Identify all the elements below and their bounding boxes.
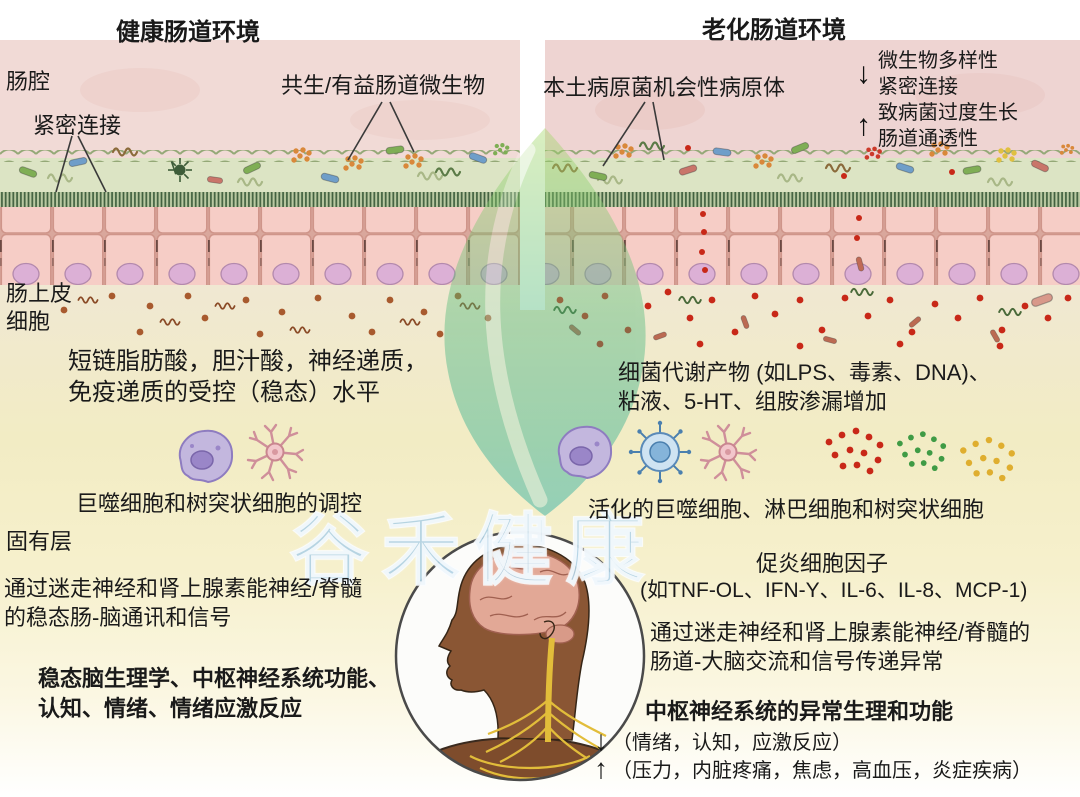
epithelium-label-line2: 细胞 [6,309,51,334]
macrophage-activated-icon [557,425,613,480]
change-item-diversity: 微生物多样性 [878,50,998,72]
lamina-propria-label: 固有层 [6,529,73,554]
leaf-logo-watermark [444,128,646,516]
metabolites-line2: 粘液、5-HT、组胺渗漏增加 [618,389,887,414]
healthy-signaling-label: 通过迷走神经和肾上腺素能神经/脊髓 的稳态肠-脑通讯和信号 [4,574,362,632]
healthy-cns-label: 稳态脑生理学、中枢神经系统功能、 认知、情绪、情绪应激反应 [38,664,390,724]
pointer-lines [55,101,665,193]
macrophage-icon [178,429,234,484]
signaling-line1: 通过迷走神经和肾上腺素能神经/脊髓的 [650,620,1031,645]
left-panel-title: 健康肠道环境 [116,19,260,46]
right-panel-title: 老化肠道环境 [702,17,846,44]
urchin-microbe-icon [168,158,192,182]
aging-metabolites-label: 细菌代谢产物 (如LPS、毒素、DNA)、 粘液、5-HT、组胺渗漏增加 [618,358,991,416]
dendritic-cell-icon [246,423,305,482]
aging-changes-list: ↓ 微生物多样性 紧密连接 ↑ 致病菌过度生长 肠道通透性 [856,48,1018,152]
change-item-tight-junction: 紧密连接 [878,76,958,98]
aging-cns-label: 中枢神经系统的异常生理和功能 [645,699,954,724]
lumen-bacteria-right [551,141,1075,182]
epithelium-left [0,150,520,285]
outcome-decrease: ↓ （情绪，认知，应激反应） [594,726,852,755]
change-item-permeability: 肠道通透性 [878,128,978,150]
outcome-increase-text: （压力，内脏疼痛，焦虑，高血压，炎症疾病） [612,760,1032,782]
change-item-overgrowth: 致病菌过度生长 [878,102,1018,124]
signaling-line2: 的稳态肠-脑通讯和信号 [4,605,232,630]
increase-arrow-icon: ↑ [856,109,871,142]
tight-junction-label: 紧密连接 [33,113,122,138]
beneficial-microbes-label: 共生/有益肠道微生物 [281,73,486,98]
outcome-decrease-text: （情绪，认知，应激反应） [612,732,852,754]
watermark-text: 谷禾健康 [289,505,659,595]
decrease-arrow-icon: ↓ [856,57,871,90]
lumen-label: 肠腔 [6,69,51,94]
signaling-line1: 通过迷走神经和肾上腺素能神经/脊髓 [4,576,363,601]
subepithelial-particles-left [60,292,492,338]
healthy-immune-label: 巨噬细胞和树突状细胞的调控 [76,491,363,516]
increase-arrow-icon: ↑ [594,752,608,784]
signaling-line2: 肠道-大脑交流和信号传递异常 [650,649,944,674]
cytokines-examples: (如TNF-OL、IFN-Y、IL-6、IL-8、MCP-1) [640,579,1028,602]
metabolites-line1: 细菌代谢产物 (如LPS、毒素、DNA)、 [618,360,991,385]
cns-line2: 认知、情绪、情绪应激反应 [38,696,303,721]
metabolites-line1: 短链脂肪酸，胆汁酸，神经递质， [68,348,428,375]
leaky-junction-particles [699,211,862,273]
lumen-background [0,40,1080,208]
aging-immune-label: 活化的巨噬细胞、淋巴细胞和树突状细胞 [588,497,985,522]
lumen-bacteria-left [17,143,510,185]
dendritic-cell-activated-icon [699,423,758,482]
epithelium-label: 肠上皮 细胞 [6,280,72,336]
head-illustration [394,530,646,782]
increased-changes-row: ↑ 致病菌过度生长 肠道通透性 [856,100,1018,152]
cytokines-title: 促炎细胞因子 [756,551,889,576]
epithelium-label-line1: 肠上皮 [6,281,73,306]
decreased-changes-row: ↓ 微生物多样性 紧密连接 [856,48,1018,100]
lymphocyte-icon [628,420,692,484]
outcome-increase: ↑ （压力，内脏疼痛，焦虑，高血压，炎症疾病） [594,754,1032,783]
aging-signaling-label: 通过迷走神经和肾上腺素能神经/脊髓的 肠道-大脑交流和信号传递异常 [650,618,1030,676]
metabolites-line2: 免疫递质的受控（稳态）水平 [68,379,380,406]
healthy-metabolites-label: 短链脂肪酸，胆汁酸，神经递质， 免疫递质的受控（稳态）水平 [68,346,428,408]
cns-line1: 稳态脑生理学、中枢神经系统功能、 [38,666,391,691]
decrease-arrow-icon: ↓ [594,724,608,756]
pathogens-label: 本土病原菌机会性病原体 [543,75,786,100]
